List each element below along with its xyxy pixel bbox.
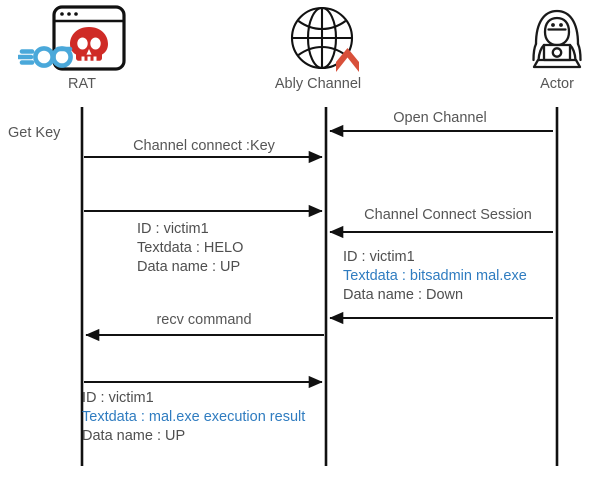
participant-label-actor: Actor (540, 76, 574, 92)
note-line: Textdata : HELO (137, 240, 244, 256)
side-label-get-key: Get Key (8, 125, 61, 141)
message-label-open-channel: Open Channel (393, 110, 487, 126)
note-line: Data name : UP (137, 259, 241, 275)
note-rat-helo: ID : victim1 Textdata : HELO Data name :… (137, 220, 243, 277)
note-line-highlight: Textdata : bitsadmin mal.exe (343, 268, 527, 284)
note-rat-result: ID : victim1 Textdata : mal.exe executio… (82, 389, 305, 446)
note-line: ID : victim1 (82, 390, 154, 406)
note-line: Data name : UP (82, 428, 186, 444)
rat-skull-browser-go-icon (16, 4, 138, 74)
participant-label-ably: Ably Channel (274, 76, 362, 92)
note-line-highlight: Textdata : mal.exe execution result (82, 409, 306, 425)
note-line: ID : victim1 (137, 221, 209, 237)
note-line: Data name : Down (343, 287, 464, 303)
message-label-recv-command: recv command (156, 312, 252, 328)
note-actor-bitsadmin: ID : victim1 Textdata : bitsadmin mal.ex… (343, 248, 527, 305)
globe-ably-icon (288, 4, 366, 74)
participant-label-rat: RAT (68, 76, 96, 92)
note-line: ID : victim1 (343, 249, 415, 265)
message-label-channel-connect-key: Channel connect :Key (133, 138, 275, 154)
message-label-channel-connect-session: Channel Connect Session (364, 207, 532, 223)
hooded-hacker-laptop-icon (522, 4, 592, 74)
